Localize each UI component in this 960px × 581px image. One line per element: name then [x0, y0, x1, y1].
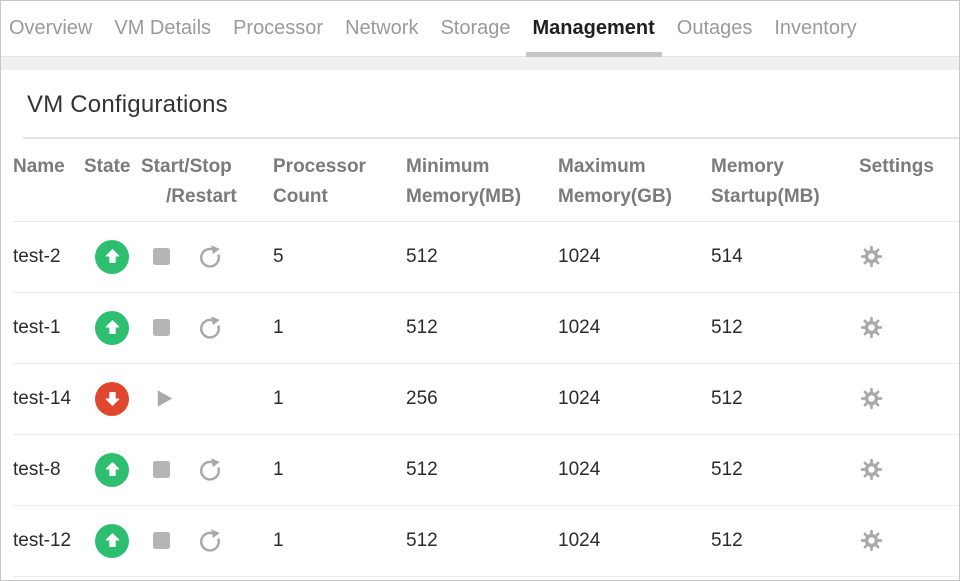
vm-name: test-1 — [13, 292, 84, 364]
maximum-memory: 1024 — [558, 221, 711, 293]
col-header-settings: Settings — [859, 139, 959, 222]
maximum-memory: 1024 — [558, 292, 711, 364]
tab-bar-shadow-band — [1, 57, 959, 70]
minimum-memory: 512 — [406, 292, 558, 364]
restart-button[interactable] — [197, 527, 223, 554]
table-header-row: Name State Start/Stop /Restart Processor… — [13, 139, 959, 222]
settings-button[interactable] — [859, 244, 884, 269]
memory-startup: 514 — [711, 221, 859, 293]
stop-icon — [153, 319, 170, 336]
table-row: test-1 1 512 1024 512 — [13, 292, 959, 364]
state-running-icon — [95, 310, 129, 345]
vm-name: test-14 — [13, 363, 84, 435]
start-button[interactable] — [153, 387, 176, 410]
state-stopped-icon — [95, 381, 129, 416]
stop-button[interactable] — [153, 461, 170, 478]
memory-startup: 512 — [711, 505, 859, 577]
restart-button[interactable] — [197, 243, 223, 270]
processor-count: 1 — [273, 363, 406, 435]
col-header-name: Name — [13, 139, 84, 222]
play-icon — [157, 390, 173, 407]
settings-button[interactable] — [859, 457, 884, 482]
vm-configurations-table: Name State Start/Stop /Restart Processor… — [13, 139, 959, 577]
restart-button[interactable] — [197, 314, 223, 341]
page-title: VM Configurations — [27, 91, 228, 118]
stop-button[interactable] — [153, 248, 170, 265]
maximum-memory: 1024 — [558, 363, 711, 435]
vm-name: test-8 — [13, 434, 84, 506]
refresh-icon — [200, 456, 222, 481]
col-header-maximum-memory: Maximum Memory(GB) — [558, 139, 711, 222]
minimum-memory: 256 — [406, 363, 558, 435]
stop-icon — [153, 461, 170, 478]
tab-inventory[interactable]: Inventory — [767, 1, 863, 57]
tab-vm-details[interactable]: VM Details — [107, 1, 218, 57]
gear-icon — [859, 386, 884, 411]
state-running-icon — [95, 239, 129, 274]
table-row: test-12 1 512 1024 512 — [13, 505, 959, 577]
minimum-memory: 512 — [406, 434, 558, 506]
table-row: test-2 5 512 1024 514 — [13, 221, 959, 293]
gear-icon — [859, 315, 884, 340]
settings-button[interactable] — [859, 315, 884, 340]
stop-button[interactable] — [153, 319, 170, 336]
tab-processor[interactable]: Processor — [226, 1, 330, 57]
tab-storage[interactable]: Storage — [433, 1, 517, 57]
title-section: VM Configurations — [1, 70, 959, 139]
tab-management[interactable]: Management — [525, 1, 663, 57]
tab-overview[interactable]: Overview — [2, 1, 99, 57]
stop-icon — [153, 532, 170, 549]
maximum-memory: 1024 — [558, 505, 711, 577]
tab-bar: Overview VM Details Processor Network St… — [1, 1, 959, 57]
refresh-icon — [200, 527, 222, 552]
tab-outages[interactable]: Outages — [670, 1, 760, 57]
refresh-icon — [200, 314, 222, 339]
processor-count: 1 — [273, 505, 406, 577]
refresh-icon — [200, 243, 222, 268]
restart-button[interactable] — [197, 456, 223, 483]
col-header-memory-startup: Memory Startup(MB) — [711, 139, 859, 222]
state-running-icon — [95, 452, 129, 487]
col-header-start-stop-restart: Start/Stop /Restart — [141, 139, 273, 222]
minimum-memory: 512 — [406, 221, 558, 293]
tab-network[interactable]: Network — [338, 1, 425, 57]
memory-startup: 512 — [711, 434, 859, 506]
maximum-memory: 1024 — [558, 434, 711, 506]
processor-count: 1 — [273, 434, 406, 506]
settings-button[interactable] — [859, 386, 884, 411]
processor-count: 1 — [273, 292, 406, 364]
table-row: test-14 1 256 1024 512 — [13, 363, 959, 435]
col-header-processor-count: Processor Count — [273, 139, 406, 222]
stop-icon — [153, 248, 170, 265]
memory-startup: 512 — [711, 363, 859, 435]
stop-button[interactable] — [153, 532, 170, 549]
title-divider — [23, 137, 959, 139]
col-header-state: State — [84, 139, 141, 222]
table-row: test-8 1 512 1024 512 — [13, 434, 959, 506]
settings-button[interactable] — [859, 528, 884, 553]
minimum-memory: 512 — [406, 505, 558, 577]
vm-name: test-12 — [13, 505, 84, 577]
vm-name: test-2 — [13, 221, 84, 293]
gear-icon — [859, 457, 884, 482]
state-running-icon — [95, 523, 129, 558]
processor-count: 5 — [273, 221, 406, 293]
gear-icon — [859, 528, 884, 553]
gear-icon — [859, 244, 884, 269]
memory-startup: 512 — [711, 292, 859, 364]
col-header-minimum-memory: Minimum Memory(MB) — [406, 139, 558, 222]
